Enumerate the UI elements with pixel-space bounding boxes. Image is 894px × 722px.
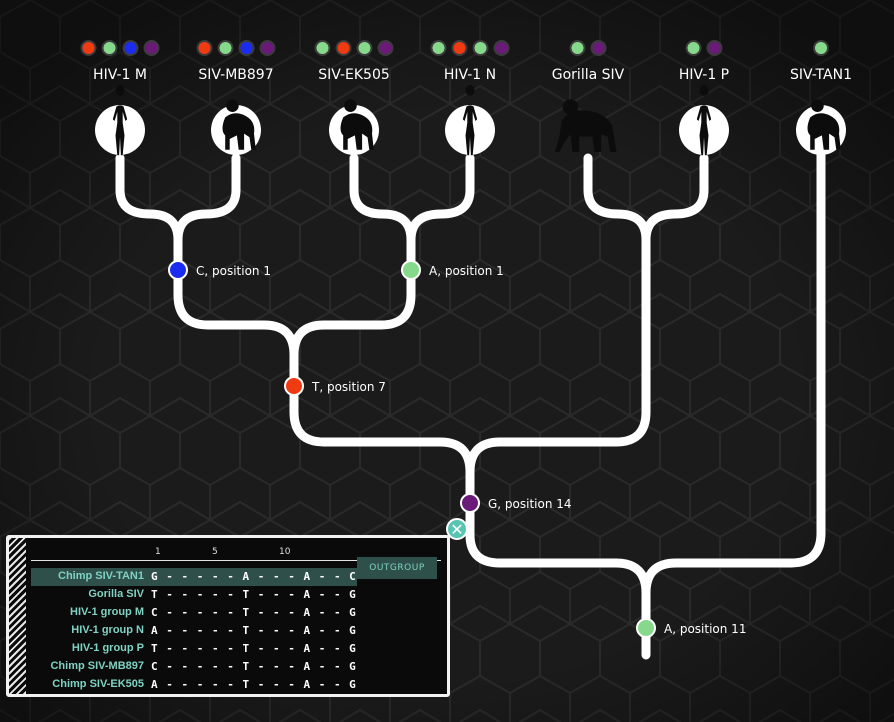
taxon-label: HIV-1 P [679, 67, 729, 83]
nucleotide-dot [259, 40, 276, 56]
nucleotide-dot [143, 40, 160, 56]
panel-grip[interactable] [9, 538, 26, 694]
taxon-label: SIV-MB897 [198, 67, 273, 83]
human-silhouette-icon [112, 85, 128, 156]
alignment-row[interactable]: Chimp SIV-EK505 A - - - - - T - - - A - -… [31, 676, 357, 694]
mutation-node[interactable]: G, position 14 [460, 493, 572, 513]
taxon-label: HIV-1 N [444, 67, 496, 83]
nucleotide-dot [430, 40, 447, 56]
nucleotide-dot [590, 40, 607, 56]
nucleotide-dot [569, 40, 586, 56]
taxon-leaf[interactable]: HIV-1 N [430, 40, 510, 156]
sequence-characters: T - - - - - T - - - A - - G [151, 642, 357, 655]
branch-gorilla-hiv1p [583, 153, 709, 447]
human-silhouette-icon [462, 85, 478, 156]
nucleotide-dot [335, 40, 352, 56]
alignment-row[interactable]: Chimp SIV-MB897 C - - - - - T - - - A - -… [31, 658, 357, 676]
sequence-name: Gorilla SIV [88, 588, 144, 600]
branch-hiv1m-mb897 [115, 153, 241, 275]
alignment-row[interactable]: HIV-1 group N A - - - - - T - - - A - - G [31, 622, 357, 640]
nucleotide-dot [122, 40, 139, 56]
taxon-leaf[interactable]: SIV-MB897 [196, 40, 276, 155]
taxon-label: HIV-1 M [93, 67, 147, 83]
mutation-node-label: T, position 7 [311, 380, 386, 394]
mutation-node-dot [284, 376, 304, 396]
alignment-rows: Chimp SIV-TAN1 G - - - - - A - - - A - - … [31, 568, 357, 694]
sequence-characters: C - - - - - T - - - A - - G [151, 660, 357, 673]
mutation-node-dot [401, 260, 421, 280]
sequence-name: Chimp SIV-EK505 [52, 678, 144, 690]
sequence-name: Chimp SIV-TAN1 [58, 570, 144, 582]
mutation-node-dot [636, 618, 656, 638]
alignment-row[interactable]: Gorilla SIV T - - - - - T - - - A - - G [31, 586, 357, 604]
sequence-name: HIV-1 group P [71, 642, 144, 654]
branch-ek505-hiv1n [349, 153, 475, 275]
outgroup-badge: OUTGROUP [357, 557, 437, 579]
mutation-node-label: A, position 1 [429, 264, 504, 278]
alignment-ruler: 1 5 10 [31, 546, 441, 561]
sequence-name: HIV-1 group M [70, 606, 144, 618]
mutation-node-label: G, position 14 [488, 497, 572, 511]
nucleotide-dot [356, 40, 373, 56]
sequence-characters: G - - - - - A - - - A - - C [151, 570, 357, 583]
taxon-leaf[interactable]: Gorilla SIV [552, 40, 625, 152]
nucleotide-dot [196, 40, 213, 56]
human-silhouette-icon [696, 85, 712, 156]
taxon-label: Gorilla SIV [552, 67, 625, 83]
taxon-leaf[interactable]: HIV-1 M [80, 40, 160, 156]
nucleotide-dot [377, 40, 394, 56]
mutation-node-dot [168, 260, 188, 280]
nucleotide-dot [80, 40, 97, 56]
nucleotide-dot [217, 40, 234, 56]
sequence-name: Chimp SIV-MB897 [50, 660, 144, 672]
branch-root [465, 125, 826, 660]
sequence-name: HIV-1 group N [71, 624, 144, 636]
mutation-node-dot [460, 493, 480, 513]
alignment-row-outgroup[interactable]: Chimp SIV-TAN1 G - - - - - A - - - A - - … [31, 568, 357, 586]
alignment-row[interactable]: HIV-1 group M C - - - - - T - - - A - - G [31, 604, 357, 622]
tree-branches [115, 125, 826, 660]
nucleotide-dot [472, 40, 489, 56]
mutation-node[interactable]: C, position 1 [168, 260, 271, 280]
nucleotide-dot [451, 40, 468, 56]
sequence-characters: C - - - - - T - - - A - - G [151, 606, 357, 619]
chimp-silhouette-icon [340, 99, 374, 150]
close-alignment-button[interactable]: ✕ [446, 518, 468, 540]
alignment-panel: 1 5 10 OUTGROUP Chimp SIV-TAN1 G - - - - … [6, 535, 450, 697]
mutation-node[interactable]: A, position 1 [401, 260, 504, 280]
mutation-node[interactable]: T, position 7 [284, 376, 386, 396]
mutation-node[interactable]: A, position 11 [636, 618, 746, 638]
ruler-tick: 10 [279, 547, 291, 557]
branch-clade-mn [173, 265, 416, 391]
sequence-characters: A - - - - - T - - - A - - G [151, 678, 357, 691]
nucleotide-dot [314, 40, 331, 56]
nucleotide-dot [493, 40, 510, 56]
nucleotide-dot [101, 40, 118, 56]
branch-clade-mnp [289, 381, 621, 508]
taxon-label: SIV-TAN1 [790, 67, 852, 83]
gorilla-silhouette-icon [555, 99, 617, 152]
sequence-characters: T - - - - - T - - - A - - G [151, 588, 357, 601]
mutation-node-label: C, position 1 [196, 264, 271, 278]
taxon-label: SIV-EK505 [318, 67, 390, 83]
alignment-row[interactable]: HIV-1 group P T - - - - - T - - - A - - G [31, 640, 357, 658]
nucleotide-dot [238, 40, 255, 56]
nucleotide-dot [706, 40, 723, 56]
nucleotide-dot [813, 40, 829, 56]
nucleotide-dot [685, 40, 702, 56]
taxon-leaf[interactable]: SIV-EK505 [314, 40, 394, 155]
ruler-tick: 1 [155, 547, 161, 557]
chimp-silhouette-icon [807, 99, 841, 150]
chimp-silhouette-icon [222, 99, 256, 150]
mutation-node-label: A, position 11 [664, 622, 746, 636]
ruler-tick: 5 [212, 547, 218, 557]
taxon-leaf[interactable]: HIV-1 P [679, 40, 729, 156]
sequence-characters: A - - - - - T - - - A - - G [151, 624, 357, 637]
taxon-leaf[interactable]: SIV-TAN1 [790, 40, 852, 155]
